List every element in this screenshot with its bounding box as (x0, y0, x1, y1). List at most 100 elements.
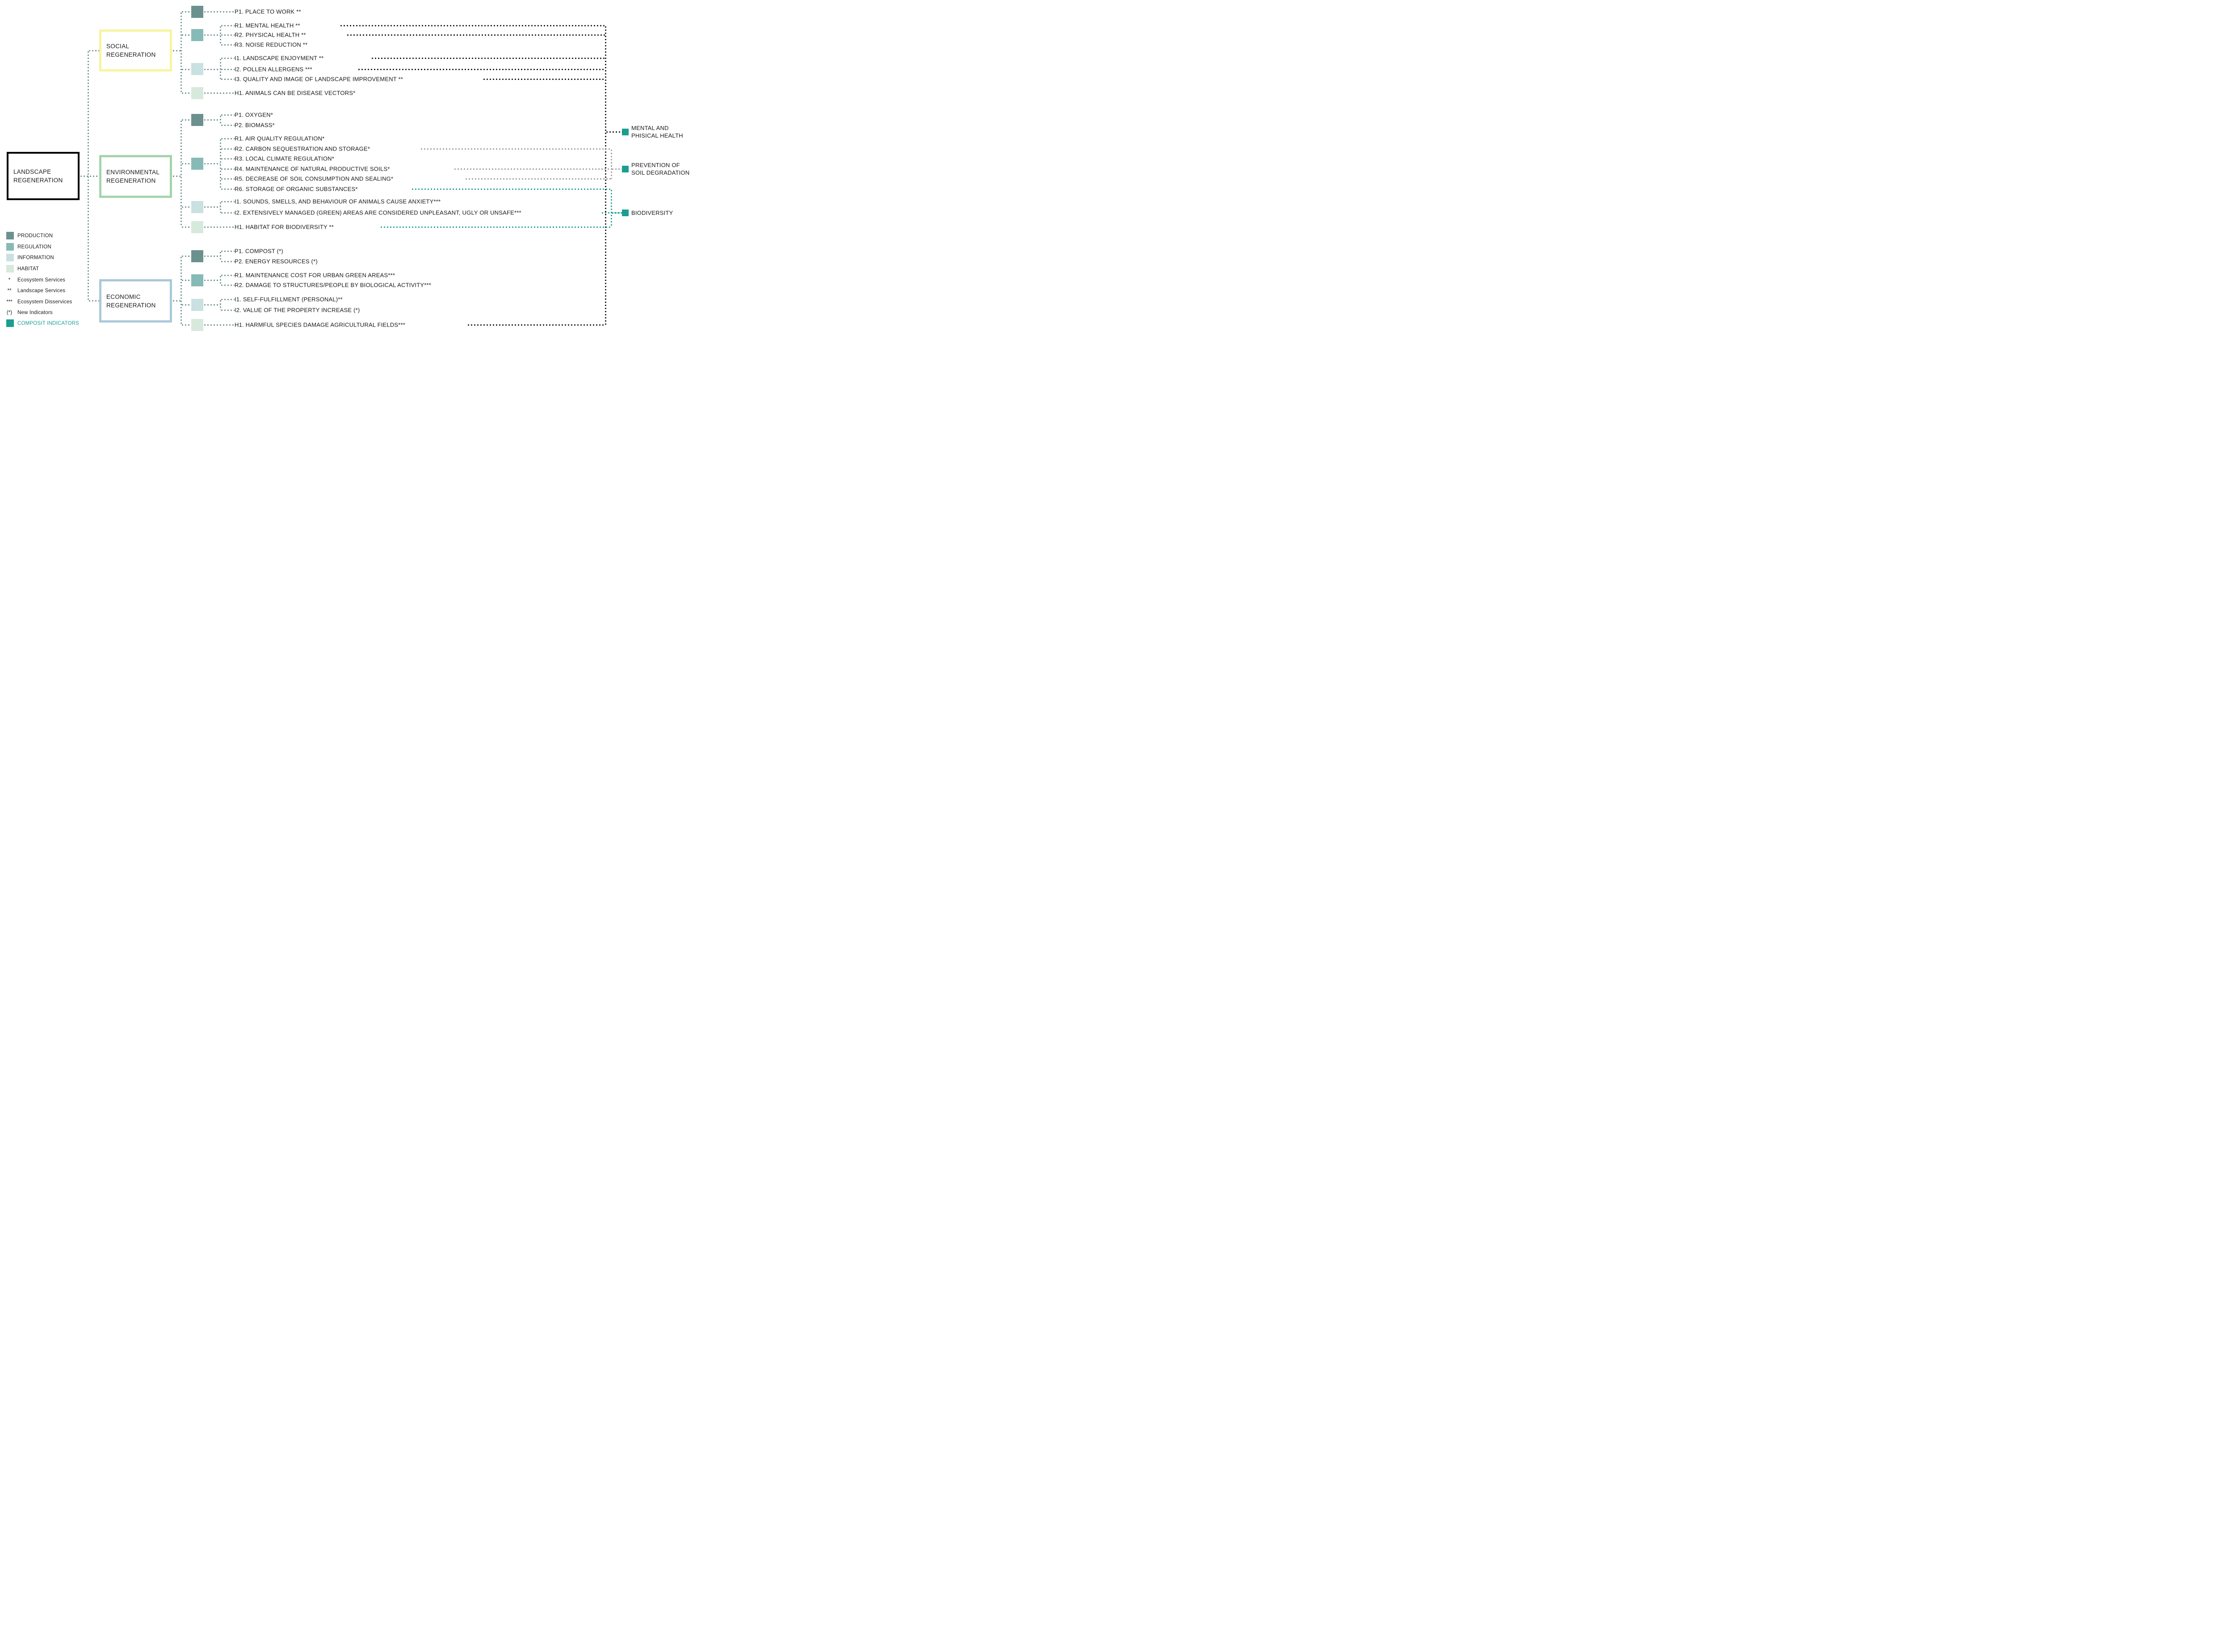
indicator-env-r3: R3. LOCAL CLIMATE REGULATION* (235, 155, 334, 162)
environmental-habitat-square (191, 221, 203, 233)
legend-information-label: INFORMATION (17, 255, 54, 260)
indicator-social-r2: R2. PHYSICAL HEALTH ** (235, 31, 306, 38)
composite-mental-physical-health-square (622, 129, 629, 135)
dotted-connector-h (220, 211, 235, 214)
dotted-connector-h (220, 137, 235, 140)
economic-box-title-line1: ECONOMIC (106, 293, 141, 300)
composite-mental-physical-health-label: MENTAL AND PHISICAL HEALTH (631, 124, 683, 139)
dotted-connector-h (483, 77, 605, 81)
diagram-canvas: LANDSCAPE REGENERATION SOCIAL REGENERATI… (0, 0, 701, 334)
dotted-connector-h (220, 56, 235, 60)
social-box-title-line1: SOCIAL (106, 43, 130, 50)
dotted-connector-h (88, 299, 99, 302)
dotted-connector-h (181, 118, 191, 122)
dotted-connector-h (203, 225, 235, 229)
legend-marker-ecosystem-services: * (8, 277, 11, 283)
dotted-connector-h (220, 147, 235, 151)
dotted-connector-v (218, 138, 222, 189)
dotted-connector-h (181, 91, 191, 95)
indicator-eco-h1: H1. HARMFUL SPECIES DAMAGE AGRICULTURAL … (235, 321, 406, 328)
dotted-connector-h (203, 118, 220, 122)
dotted-connector-h (203, 162, 220, 165)
composite-soil-degradation-square (622, 166, 629, 172)
dotted-connector-h (220, 123, 235, 127)
dotted-connector-h (220, 43, 235, 46)
economic-regeneration-box: ECONOMIC REGENERATION (99, 279, 172, 323)
indicator-social-p1: P1. PLACE TO WORK ** (235, 8, 301, 15)
dotted-connector-h (203, 205, 220, 209)
dotted-connector-h (181, 67, 191, 71)
social-production-square (191, 6, 203, 18)
dotted-connector-h (203, 10, 235, 13)
dotted-connector-h (454, 167, 611, 171)
economic-regulation-square (191, 274, 203, 286)
legend-regulation-label: REGULATION (17, 244, 51, 250)
dotted-connector-h (371, 56, 605, 60)
legend-marker-landscape-services: ** (7, 288, 12, 294)
dotted-connector-h (357, 67, 605, 71)
environmental-box-title-line2: REGENERATION (106, 177, 156, 184)
dotted-connector-h (220, 67, 235, 71)
indicator-eco-r2: R2. DAMAGE TO STRUCTURES/PEOPLE BY BIOLO… (235, 281, 432, 289)
dotted-connector-h (611, 211, 622, 214)
dotted-connector-v (218, 275, 222, 285)
dotted-connector-h (203, 67, 220, 71)
social-habitat-square (191, 87, 203, 99)
composite-label-line2: PHISICAL HEALTH (631, 132, 683, 139)
dotted-connector-h (411, 187, 611, 191)
legend-composite-label: COMPOSIT INDICATORS (17, 321, 79, 326)
dotted-connector-v (604, 25, 607, 325)
indicator-eco-r1: R1. MAINTENANCE COST FOR URBAN GREEN ARE… (235, 272, 395, 279)
social-box-title-line2: REGENERATION (106, 51, 156, 58)
social-regulation-square (191, 29, 203, 41)
dotted-connector-v (218, 251, 222, 261)
indicator-eco-i1: I1. SELF-FULFILLMENT (PERSONAL)** (235, 296, 343, 303)
dotted-connector-v (86, 50, 90, 301)
dotted-connector-h (181, 162, 191, 165)
dotted-connector-h (220, 157, 235, 160)
dotted-connector-h (203, 278, 220, 282)
composite-label-line1: PREVENTION OF (631, 162, 680, 168)
dotted-connector-h (88, 49, 99, 52)
indicator-env-r4: R4. MAINTENANCE OF NATURAL PRODUCTIVE SO… (235, 165, 390, 172)
root-box-title-line1: LANDSCAPE (13, 168, 51, 175)
economic-box-title-line2: REGENERATION (106, 302, 156, 309)
dotted-connector-v (179, 256, 183, 325)
environmental-box-title-line1: ENVIRONMENTAL (106, 169, 160, 176)
root-box-title-line2: REGENERATION (13, 177, 63, 184)
composite-label-line1: MENTAL AND (631, 125, 669, 131)
dotted-connector-h (220, 77, 235, 81)
dotted-connector-h (203, 303, 220, 306)
legend-habitat-label: HABITAT (17, 266, 39, 272)
indicator-eco-p1: P1. COMPOST (*) (235, 247, 283, 255)
legend-marker-ecosystem-disservices: *** (6, 299, 13, 305)
legend-habitat-square (6, 265, 14, 273)
dotted-connector-h (203, 91, 235, 95)
indicator-social-i2: I2. POLLEN ALLERGENS *** (235, 66, 312, 73)
environmental-regulation-square (191, 158, 203, 170)
economic-production-square (191, 250, 203, 262)
dotted-connector-h (181, 10, 191, 13)
indicator-social-r3: R3. NOISE REDUCTION ** (235, 41, 308, 48)
landscape-regeneration-box: LANDSCAPE REGENERATION (7, 152, 80, 200)
dotted-connector-h (203, 254, 220, 258)
composite-biodiversity-label: BIODIVERSITY (631, 209, 673, 217)
dotted-connector-h (380, 225, 611, 229)
indicator-social-r1: R1. MENTAL HEALTH ** (235, 22, 300, 29)
dotted-connector-h (220, 249, 235, 253)
indicator-env-r1: R1. AIR QUALITY REGULATION* (235, 135, 325, 142)
legend-label-ecosystem-disservices: Ecosystem Disservices (17, 299, 72, 305)
dotted-connector-h (181, 303, 191, 306)
indicator-env-r2: R2. CARBON SEQUESTRATION AND STORAGE* (235, 145, 370, 152)
indicator-env-i2: I2. EXTENSIVELY MANAGED (GREEN) AREAS AR… (235, 209, 521, 216)
dotted-connector-v (218, 299, 222, 310)
dotted-connector-v (179, 120, 183, 227)
indicator-eco-p2: P2. ENERGY RESOURCES (*) (235, 258, 318, 265)
dotted-connector-h (220, 260, 235, 263)
composite-biodiversity-square (622, 210, 629, 216)
indicator-env-r6: R6. STORAGE OF ORGANIC SUBSTANCES* (235, 185, 358, 193)
composite-soil-degradation-label: PREVENTION OF SOIL DEGRADATION (631, 161, 689, 176)
legend-label-ecosystem-services: Ecosystem Services (17, 277, 66, 283)
dotted-connector-v (218, 115, 222, 125)
composite-label-line1: BIODIVERSITY (631, 210, 673, 216)
